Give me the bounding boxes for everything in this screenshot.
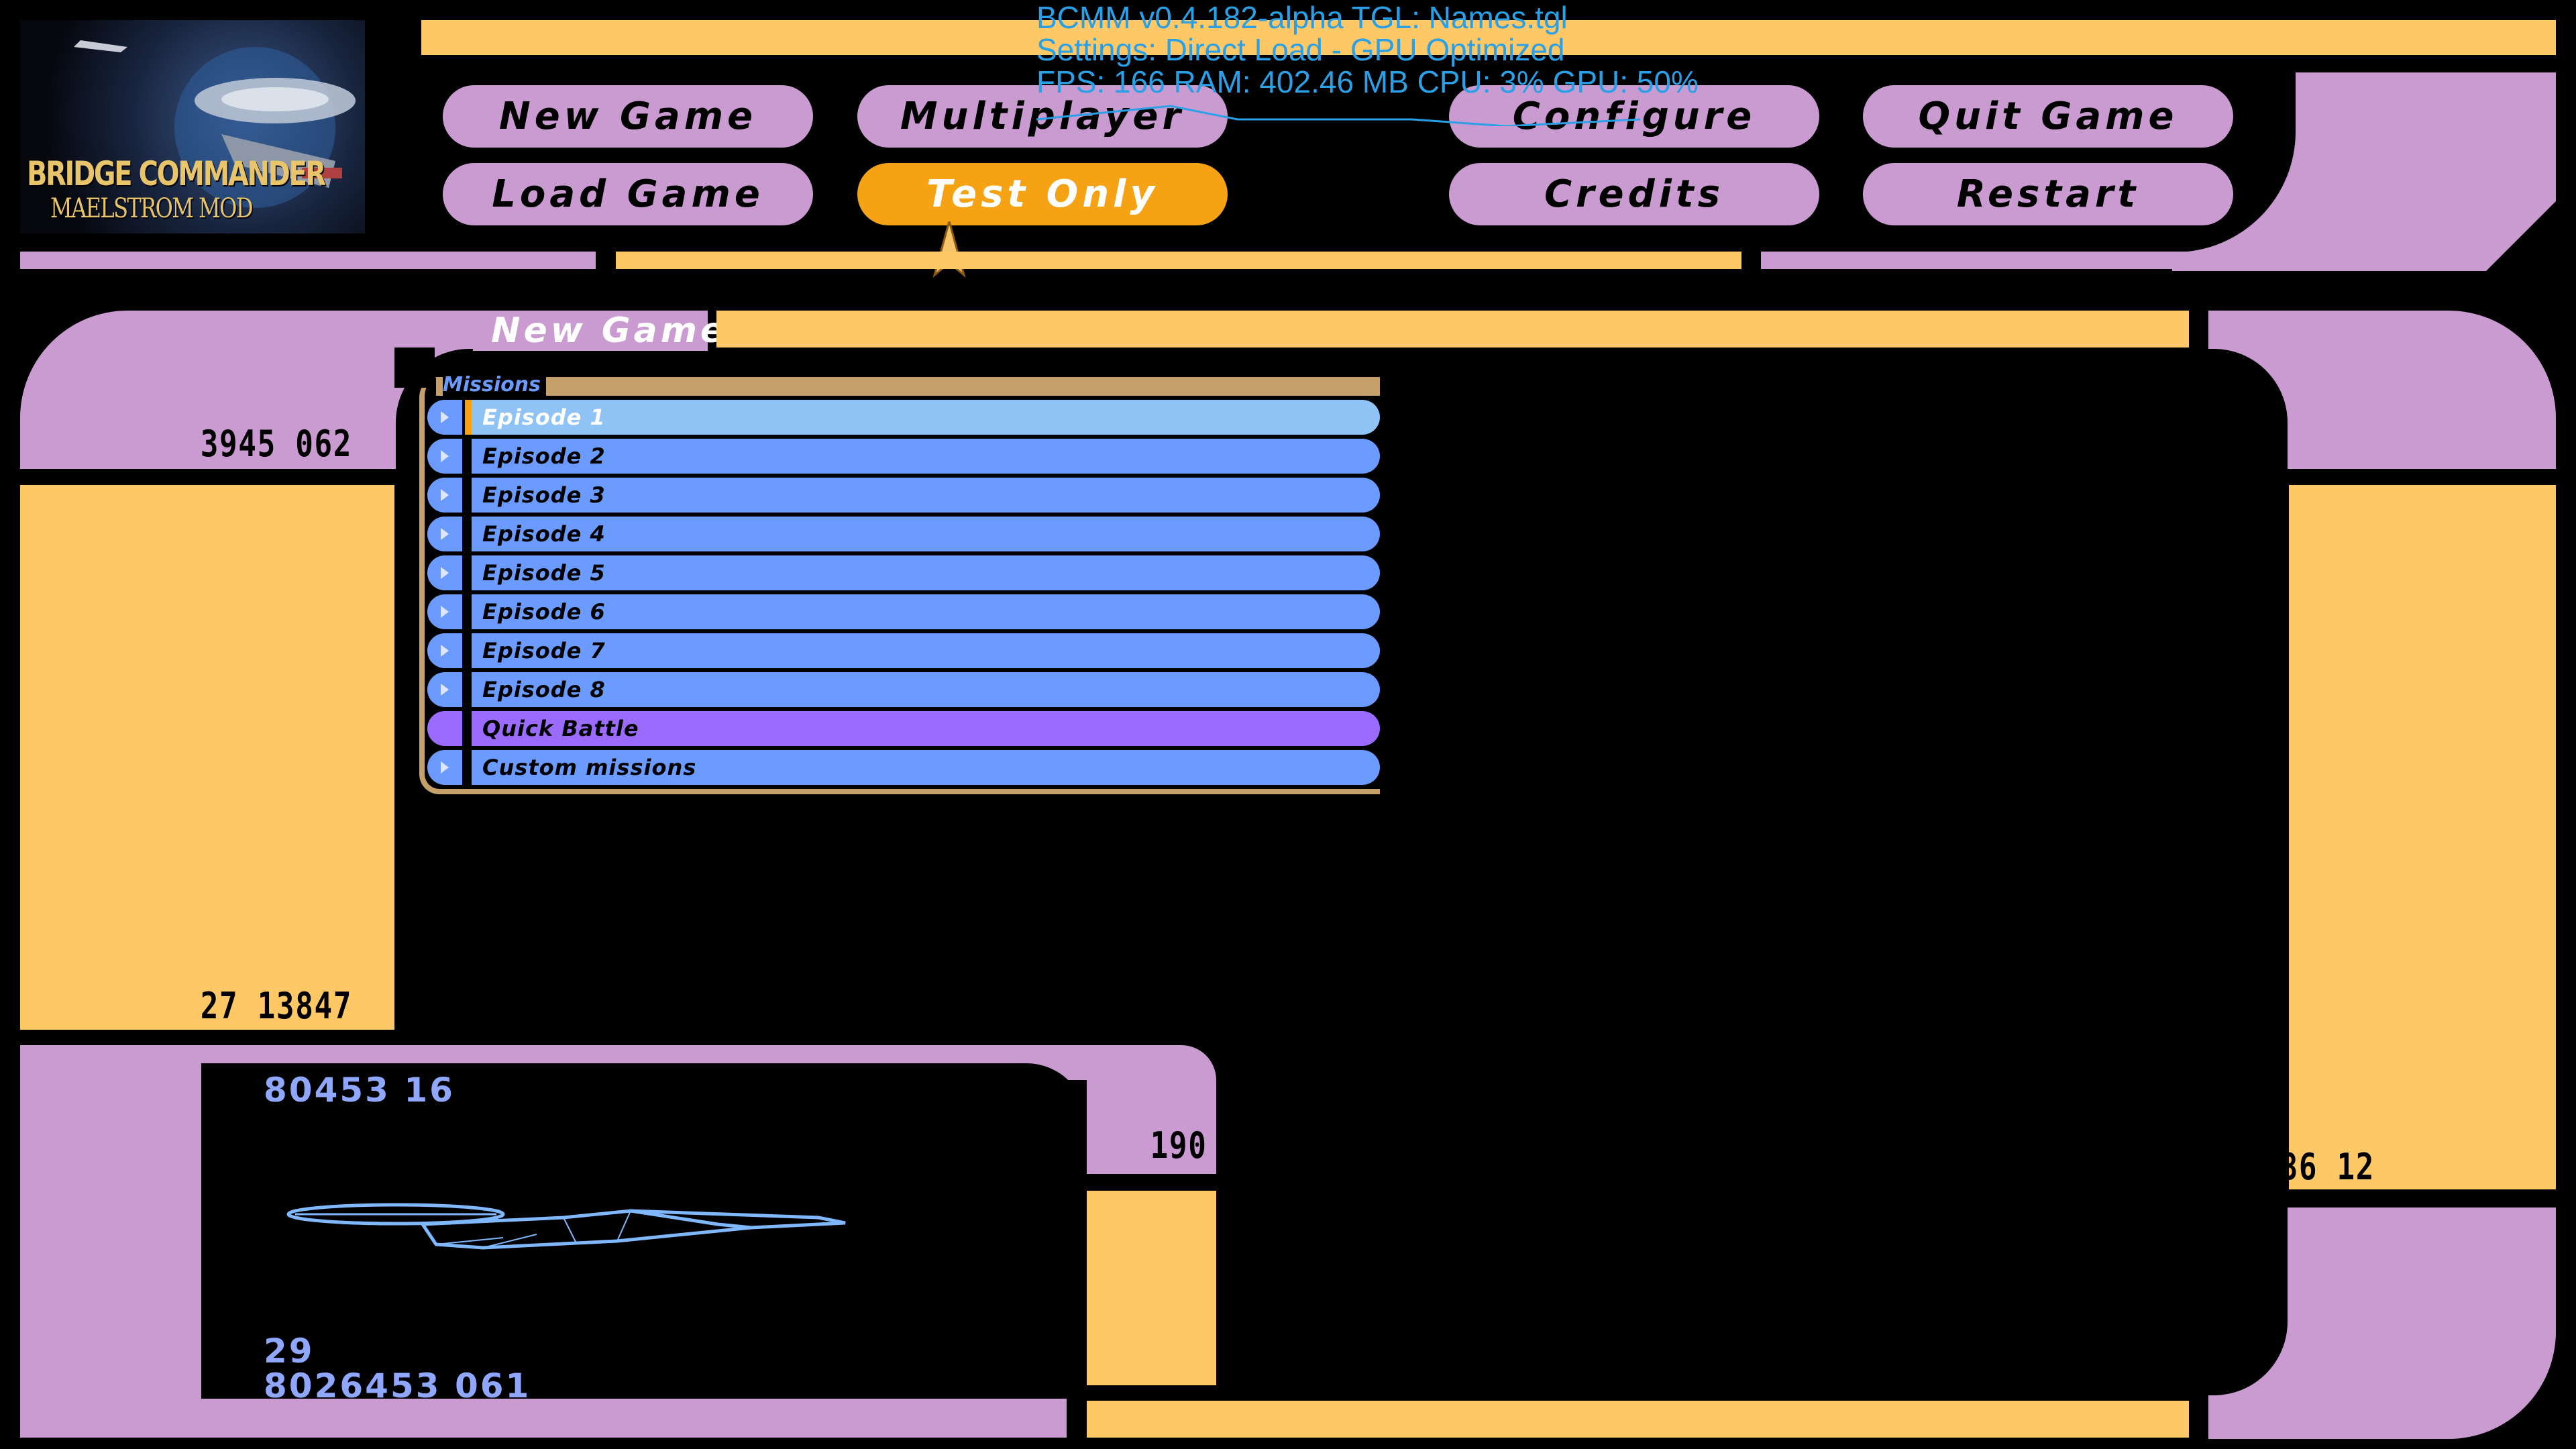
- mission-item[interactable]: Episode 8: [427, 672, 1380, 707]
- ship-readout-top: 80453 16: [264, 1071, 455, 1110]
- mission-bar[interactable]: [472, 555, 1380, 590]
- mission-bar[interactable]: [472, 439, 1380, 474]
- mission-expand-icon[interactable]: [427, 672, 462, 707]
- lower-frame-left-column: [20, 1045, 201, 1438]
- selection-marker: [465, 400, 472, 435]
- chevron-right-icon: [441, 645, 449, 657]
- mission-item[interactable]: Episode 6: [427, 594, 1380, 629]
- mission-item[interactable]: Quick Battle: [427, 711, 1380, 746]
- game-logo: BRIDGE COMMANDER MAELSTROM MOD: [20, 20, 365, 233]
- mission-expand-icon[interactable]: [427, 517, 462, 551]
- chevron-right-icon: [441, 684, 449, 696]
- mission-bar[interactable]: [472, 672, 1380, 707]
- debug-version-text: BCMM v0.4.182-alpha TGL: Names.tgl: [1036, 0, 1568, 35]
- mission-label: Custom missions: [482, 755, 697, 780]
- mission-label: Episode 8: [482, 677, 606, 702]
- left-tan-block: [20, 485, 394, 1030]
- mission-label: Episode 4: [482, 521, 606, 547]
- menu-button-multiplayer[interactable]: Multiplayer: [857, 85, 1228, 148]
- chevron-right-icon: [441, 528, 449, 540]
- ship-readout-bottom-1: 29: [264, 1332, 315, 1371]
- mission-expand-icon[interactable]: [427, 478, 462, 513]
- ship-readout-bottom-2: 8026453 061: [264, 1366, 531, 1405]
- mission-item[interactable]: Custom missions: [427, 750, 1380, 785]
- mission-expand-icon[interactable]: [427, 633, 462, 668]
- mission-expand-icon[interactable]: [427, 439, 462, 474]
- mission-label: Quick Battle: [482, 716, 639, 741]
- chevron-right-icon: [441, 489, 449, 501]
- mission-expand-icon[interactable]: [427, 711, 462, 746]
- right-lower-elbow-cutout: [2174, 1201, 2288, 1395]
- menu-button-new-game[interactable]: New Game: [443, 85, 813, 148]
- top-bottom-bar-left: [20, 252, 596, 269]
- starship-logo-art: [74, 40, 356, 208]
- logo-subtitle: MAELSTROM MOD: [50, 193, 253, 224]
- mission-bar[interactable]: [472, 400, 1380, 435]
- missions-header: Missions: [443, 373, 546, 397]
- missions-header-bar: [436, 377, 1380, 396]
- lower-side-readout: 190: [1150, 1124, 1208, 1167]
- mission-label: Episode 5: [482, 560, 606, 586]
- chevron-right-icon: [441, 606, 449, 618]
- menu-button-quit-game[interactable]: Quit Game: [1863, 85, 2233, 148]
- panel-title-tab: [473, 311, 708, 351]
- mission-bar[interactable]: [472, 633, 1380, 668]
- mission-bar[interactable]: [472, 711, 1380, 746]
- mission-label: Episode 6: [482, 599, 606, 625]
- logo-title: BRIDGE COMMANDER: [27, 154, 326, 193]
- main-panel-rounded-top-left: [394, 347, 435, 388]
- mission-expand-icon[interactable]: [427, 400, 462, 435]
- right-tan-block: [2289, 485, 2556, 1189]
- missions-list: [419, 377, 1380, 794]
- lower-frame-inner: [201, 1063, 1087, 1399]
- mission-label: Episode 1: [482, 405, 606, 430]
- mission-bar[interactable]: [472, 478, 1380, 513]
- chevron-right-icon: [441, 411, 449, 423]
- chevron-right-icon: [441, 450, 449, 462]
- mission-expand-icon[interactable]: [427, 555, 462, 590]
- left-readout-top: 3945 062: [200, 423, 352, 465]
- mission-label: Episode 3: [482, 482, 606, 508]
- lower-side-pink-block: [1087, 1080, 1216, 1174]
- mission-item[interactable]: Episode 4: [427, 517, 1380, 551]
- menu-button-load-game[interactable]: Load Game: [443, 163, 813, 225]
- mission-expand-icon[interactable]: [427, 750, 462, 785]
- right-readout: 786 12: [2261, 1146, 2375, 1188]
- menu-button-restart[interactable]: Restart: [1863, 163, 2233, 225]
- mission-label: Episode 2: [482, 443, 606, 469]
- debug-graph-line: [1036, 99, 1707, 127]
- top-frame-bar: [421, 20, 2556, 55]
- menu-button-configure[interactable]: Configure: [1449, 85, 1819, 148]
- mission-item[interactable]: Episode 5: [427, 555, 1380, 590]
- lower-frame-bottom-bar: [20, 1399, 1067, 1438]
- mission-bar[interactable]: [472, 517, 1380, 551]
- mission-item[interactable]: Episode 1: [427, 400, 1380, 435]
- ship-wireframe: [282, 1191, 852, 1265]
- left-readout-bottom: 27 13847: [200, 985, 352, 1027]
- mission-expand-icon[interactable]: [427, 594, 462, 629]
- debug-settings-text: Settings: Direct Load - GPU Optimized: [1036, 32, 1565, 67]
- debug-performance-text: FPS: 166 RAM: 402.46 MB CPU: 3% GPU: 50%: [1036, 64, 1699, 99]
- panel-title: New Game: [491, 311, 728, 351]
- panel-title-bar: [716, 311, 2189, 347]
- menu-button-credits[interactable]: Credits: [1449, 163, 1819, 225]
- chevron-right-icon: [441, 761, 449, 773]
- lower-side-tan-block: [1087, 1191, 1216, 1385]
- mission-item[interactable]: Episode 3: [427, 478, 1380, 513]
- top-bottom-bar-right: [1761, 252, 2432, 269]
- mission-item[interactable]: Episode 2: [427, 439, 1380, 474]
- mission-bar[interactable]: [472, 594, 1380, 629]
- mission-item[interactable]: Episode 7: [427, 633, 1380, 668]
- top-bottom-bar-middle: [616, 252, 1741, 269]
- chevron-right-icon: [441, 567, 449, 579]
- menu-button-test-only[interactable]: Test Only: [857, 163, 1228, 225]
- mission-bar[interactable]: [472, 750, 1380, 785]
- lower-bottom-tan-bar: [1087, 1401, 2189, 1438]
- mission-label: Episode 7: [482, 638, 606, 663]
